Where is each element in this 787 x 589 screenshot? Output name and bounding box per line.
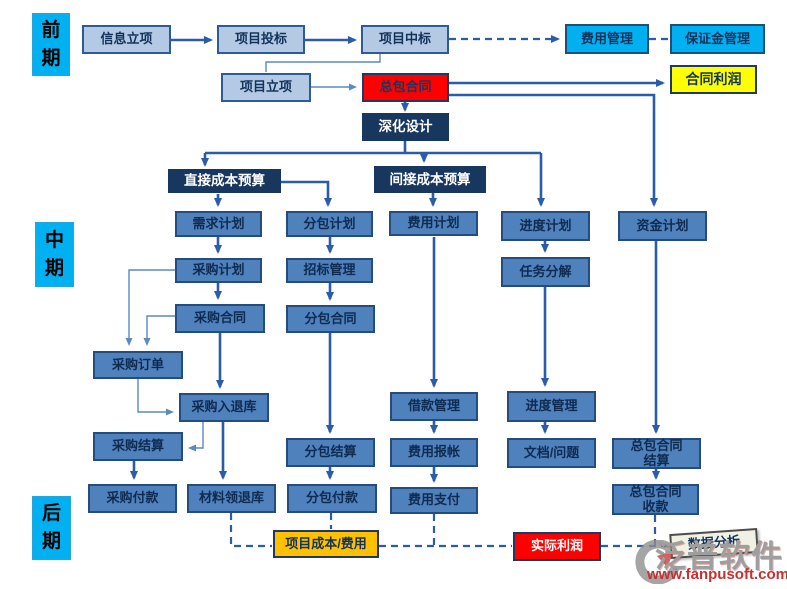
node-detailed-design-label: 深化设计 <box>378 119 433 135</box>
node-indirect-cost-budget-label: 间接成本预算 <box>389 171 471 187</box>
node-subcontract-settlement: 分包结算 <box>286 438 375 467</box>
node-project-initiation-label: 项目立项 <box>239 79 292 95</box>
node-project-bidding-label: 项目投标 <box>234 31 287 47</box>
node-direct-cost-budget-label: 直接成本预算 <box>184 173 265 189</box>
node-expense-reimburse-label: 费用报帐 <box>407 444 460 460</box>
node-data-analysis-label: 数据分析 <box>687 533 741 552</box>
node-purchase-order: 采购订单 <box>93 351 183 379</box>
node-indirect-cost-budget: 间接成本预算 <box>374 166 486 193</box>
node-fund-plan: 资金计划 <box>618 211 707 241</box>
node-purchase-contract-label: 采购合同 <box>193 310 246 326</box>
node-project-bidding: 项目投标 <box>217 25 305 54</box>
node-fund-plan-label: 资金计划 <box>636 217 689 233</box>
node-gc-receipt-label: 总包合同 收款 <box>629 483 682 514</box>
node-subcontract-plan-label: 分包计划 <box>303 215 356 231</box>
stage-middle-label: 中期 <box>44 229 64 279</box>
node-subcontract-settlement-label: 分包结算 <box>304 444 357 460</box>
node-expense-plan: 费用计划 <box>389 211 478 236</box>
node-material-in-out-label: 材料领退库 <box>198 490 264 506</box>
node-subcontract-payment: 分包付款 <box>287 484 377 513</box>
node-direct-cost-budget: 直接成本预算 <box>168 169 281 193</box>
node-subcontract-contract-label: 分包合同 <box>304 310 357 326</box>
node-info-initiation: 信息立项 <box>82 25 171 54</box>
node-project-win-label: 项目中标 <box>378 31 431 47</box>
node-purchase-settlement-label: 采购结算 <box>111 438 164 454</box>
node-purchase-in-out-label: 采购入退库 <box>191 399 257 415</box>
node-loan-mgmt-label: 借款管理 <box>407 398 460 414</box>
node-task-breakdown: 任务分解 <box>501 257 590 287</box>
node-subcontract-contract: 分包合同 <box>286 305 375 333</box>
node-general-contract: 总包合同 <box>362 73 449 102</box>
node-info-initiation-label: 信息立项 <box>100 31 153 47</box>
stage-early-label: 前期 <box>41 19 61 69</box>
node-purchase-payment: 采购付款 <box>88 484 177 513</box>
node-schedule-mgmt-label: 进度管理 <box>525 398 578 414</box>
node-doc-issue-label: 文档/问题 <box>523 444 580 460</box>
node-purchase-contract: 采购合同 <box>175 304 265 333</box>
node-contract-profit-label: 合同利润 <box>685 71 742 88</box>
node-expense-payment-label: 费用支付 <box>407 492 460 508</box>
node-tender-mgmt-label: 招标管理 <box>303 262 356 278</box>
node-actual-profit: 实际利润 <box>513 532 601 561</box>
stage-late: 后期 <box>32 496 71 560</box>
node-doc-issue: 文档/问题 <box>507 438 596 468</box>
node-project-initiation: 项目立项 <box>221 73 311 102</box>
node-demand-plan-label: 需求计划 <box>192 215 245 231</box>
node-general-contract-label: 总包合同 <box>379 79 432 95</box>
node-demand-plan: 需求计划 <box>175 211 262 237</box>
node-actual-profit-label: 实际利润 <box>530 538 583 554</box>
node-expense-mgmt-label: 费用管理 <box>580 30 633 46</box>
node-deposit-mgmt-label: 保证金管理 <box>684 30 750 46</box>
node-project-cost: 项目成本/费用 <box>273 530 379 558</box>
node-material-in-out: 材料领退库 <box>187 484 276 513</box>
node-project-cost-label: 项目成本/费用 <box>285 535 367 551</box>
stage-late-label: 后期 <box>41 503 61 552</box>
stage-early: 前期 <box>32 13 70 76</box>
node-schedule-plan: 进度计划 <box>501 211 590 241</box>
node-subcontract-payment-label: 分包付款 <box>305 490 358 506</box>
node-gc-receipt: 总包合同 收款 <box>612 484 699 515</box>
node-detailed-design: 深化设计 <box>362 113 449 141</box>
node-project-win: 项目中标 <box>361 25 449 54</box>
node-deposit-mgmt: 保证金管理 <box>670 24 765 54</box>
node-subcontract-plan: 分包计划 <box>286 211 373 237</box>
node-purchase-order-label: 采购订单 <box>111 356 164 372</box>
node-schedule-mgmt: 进度管理 <box>507 391 596 422</box>
node-expense-mgmt: 费用管理 <box>565 24 649 54</box>
node-purchase-plan-label: 采购计划 <box>192 262 245 278</box>
node-purchase-in-out: 采购入退库 <box>179 393 269 422</box>
node-purchase-settlement: 采购结算 <box>93 432 183 461</box>
stage-middle: 中期 <box>35 222 74 287</box>
node-expense-payment: 费用支付 <box>390 487 478 514</box>
node-loan-mgmt: 借款管理 <box>390 392 478 421</box>
node-purchase-plan: 采购计划 <box>175 258 262 283</box>
node-expense-reimburse: 费用报帐 <box>390 438 478 467</box>
node-expense-plan-label: 费用计划 <box>407 215 460 231</box>
node-contract-profit: 合同利润 <box>670 65 757 94</box>
node-task-breakdown-label: 任务分解 <box>519 263 572 279</box>
node-purchase-payment-label: 采购付款 <box>106 490 159 506</box>
node-gc-settlement: 总包合同 结算 <box>612 438 701 469</box>
node-tender-mgmt: 招标管理 <box>286 258 373 283</box>
node-gc-settlement-label: 总包合同 结算 <box>630 437 683 468</box>
node-schedule-plan-label: 进度计划 <box>519 217 572 233</box>
